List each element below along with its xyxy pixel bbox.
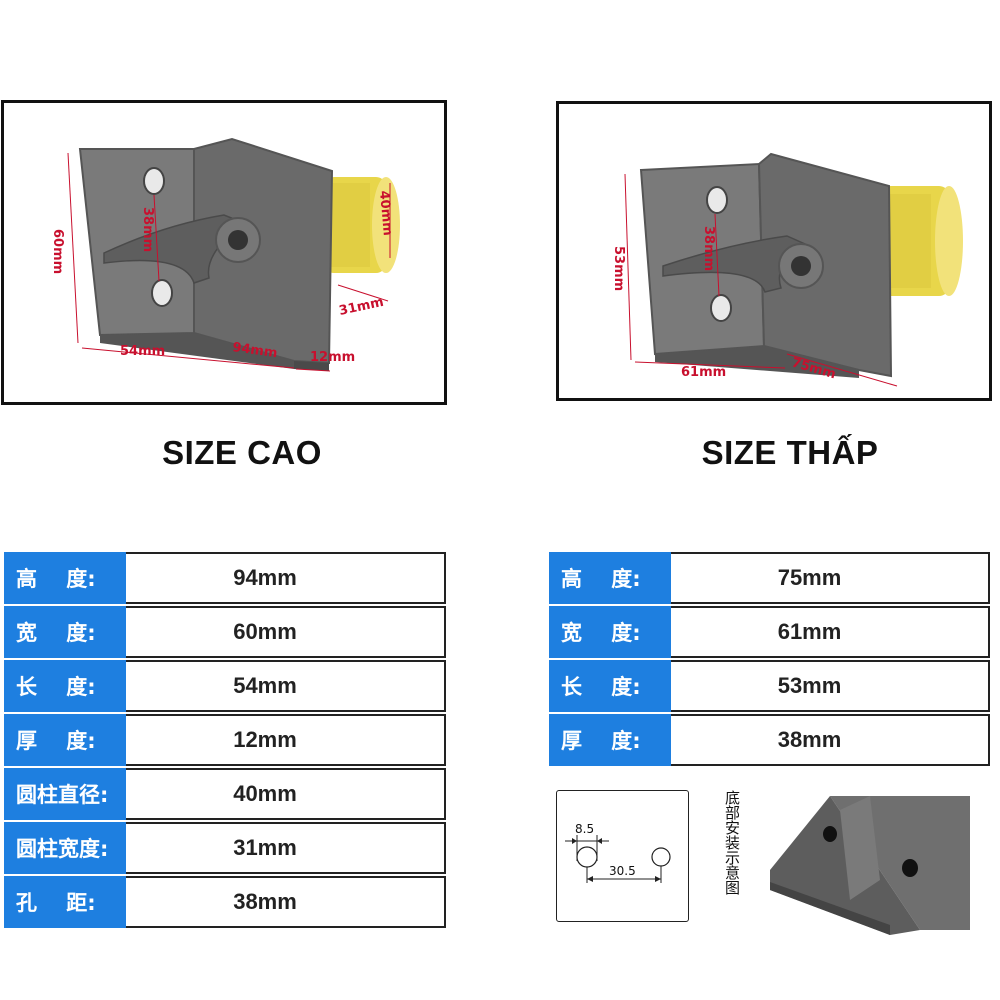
spec-label-text: 厚 度: bbox=[16, 729, 96, 753]
hole-diameter-label: 8.5 bbox=[575, 822, 594, 836]
bracket-tall-illustration: 60mm 38mm 40mm 31mm 54mm 94mm 12mm bbox=[50, 137, 400, 372]
dim-cyl-diameter-label: 40mm bbox=[376, 190, 395, 236]
spec-label: 圆柱直径: bbox=[4, 768, 126, 820]
spec-label: 高 度: bbox=[549, 552, 671, 604]
spec-label: 厚 度: bbox=[4, 714, 126, 766]
spec-row-cyl-diameter: 圆柱直径: 40mm bbox=[4, 768, 446, 820]
spec-table-short: 高 度: 75mm 宽 度: 61mm 长 度: 53mm 厚 度: 38mm bbox=[549, 552, 990, 768]
size-title-tall: SIZE CAO bbox=[162, 434, 322, 471]
spec-row-thickness: 厚 度: 38mm bbox=[549, 714, 990, 766]
dim-thickness-label: 12mm bbox=[310, 350, 355, 365]
spec-label: 孔 距: bbox=[4, 876, 126, 928]
spec-value: 60mm bbox=[126, 606, 446, 658]
bracket-short-illustration: 53mm 38mm 61mm 75mm bbox=[611, 152, 963, 387]
spec-value: 54mm bbox=[126, 660, 446, 712]
spec-label-text: 高 度: bbox=[561, 567, 641, 591]
spec-label-text: 宽 度: bbox=[561, 621, 641, 645]
dim-height-label: 53mm bbox=[611, 246, 626, 291]
spec-row-height: 高 度: 75mm bbox=[549, 552, 990, 604]
spec-table-tall: 高 度: 94mm 宽 度: 60mm 长 度: 54mm 厚 度: 12mm … bbox=[4, 552, 446, 930]
spec-label-text: 长 度: bbox=[16, 675, 96, 699]
dim-cyl-width-label: 31mm bbox=[338, 295, 385, 319]
spec-row-cyl-width: 圆柱宽度: 31mm bbox=[4, 822, 446, 874]
spec-row-thickness: 厚 度: 12mm bbox=[4, 714, 446, 766]
bracket-bottom-photo bbox=[770, 790, 970, 935]
dim-depth-label: 94mm bbox=[231, 340, 278, 361]
spec-label-text: 圆柱宽度: bbox=[16, 837, 109, 861]
spec-label: 宽 度: bbox=[4, 606, 126, 658]
install-diagram-caption: 底部安装示意图 bbox=[723, 790, 741, 895]
polyurethane-cylinder bbox=[324, 177, 400, 273]
spec-value: 53mm bbox=[671, 660, 990, 712]
dim-length-label: 61mm bbox=[681, 365, 726, 380]
spec-row-length: 长 度: 54mm bbox=[4, 660, 446, 712]
spec-value: 31mm bbox=[126, 822, 446, 874]
product-photo-tall: 60mm 38mm 40mm 31mm 54mm 94mm 12mm bbox=[1, 100, 447, 405]
size-title-short: SIZE THẤP bbox=[701, 434, 879, 471]
dim-height-label: 60mm bbox=[50, 229, 65, 274]
spec-label: 长 度: bbox=[549, 660, 671, 712]
spec-value: 75mm bbox=[671, 552, 990, 604]
spec-label-text: 圆柱直径: bbox=[16, 783, 109, 807]
dim-hole-spacing-label: 38mm bbox=[140, 207, 155, 252]
spec-value: 94mm bbox=[126, 552, 446, 604]
spec-value: 38mm bbox=[671, 714, 990, 766]
spec-label-text: 长 度: bbox=[561, 675, 641, 699]
spec-row-hole-spacing: 孔 距: 38mm bbox=[4, 876, 446, 928]
hole-layout-drawing: 8.5 30.5 bbox=[565, 822, 671, 883]
spec-label-text: 孔 距: bbox=[16, 891, 96, 915]
spec-label-text: 厚 度: bbox=[561, 729, 641, 753]
spec-label: 高 度: bbox=[4, 552, 126, 604]
spec-label: 长 度: bbox=[4, 660, 126, 712]
spec-row-width: 宽 度: 60mm bbox=[4, 606, 446, 658]
polyurethane-cylinder bbox=[879, 186, 963, 296]
dim-length-label: 54mm bbox=[120, 344, 165, 359]
mounting-hole-diagram: 8.5 30.5 bbox=[556, 790, 689, 922]
spec-value: 61mm bbox=[671, 606, 990, 658]
spec-label: 厚 度: bbox=[549, 714, 671, 766]
spec-value: 38mm bbox=[126, 876, 446, 928]
spec-value: 12mm bbox=[126, 714, 446, 766]
hole-spacing-label: 30.5 bbox=[609, 864, 636, 878]
spec-row-width: 宽 度: 61mm bbox=[549, 606, 990, 658]
spec-label-text: 高 度: bbox=[16, 567, 96, 591]
spec-label-text: 宽 度: bbox=[16, 621, 96, 645]
spec-row-height: 高 度: 94mm bbox=[4, 552, 446, 604]
spec-label: 圆柱宽度: bbox=[4, 822, 126, 874]
product-photo-short: 53mm 38mm 61mm 75mm bbox=[556, 101, 992, 401]
spec-row-length: 长 度: 53mm bbox=[549, 660, 990, 712]
dim-hole-spacing-label: 38mm bbox=[701, 226, 716, 271]
spec-label: 宽 度: bbox=[549, 606, 671, 658]
spec-value: 40mm bbox=[126, 768, 446, 820]
